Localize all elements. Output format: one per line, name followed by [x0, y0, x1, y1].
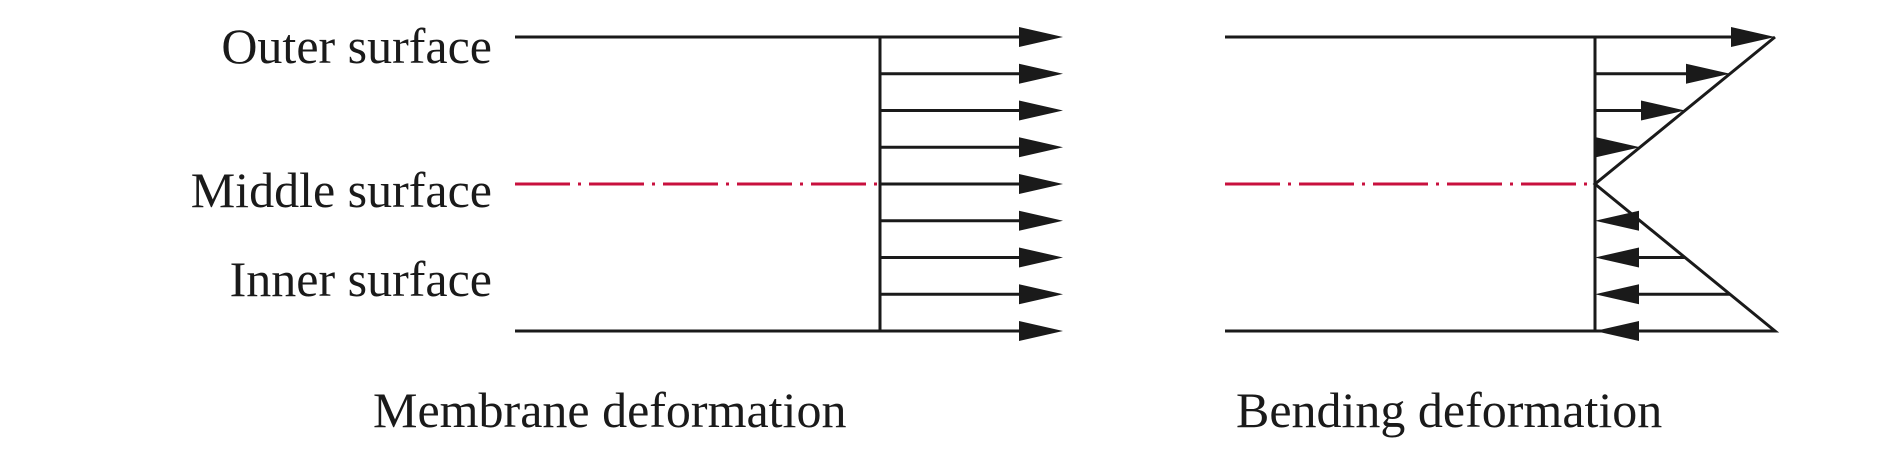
bending-deformation-caption: Bending deformation — [1236, 382, 1663, 438]
membrane-arrow-head — [1019, 27, 1063, 47]
bending-arrow-outward-head — [1731, 27, 1775, 47]
membrane-arrow-head — [1019, 100, 1063, 121]
bending-arrow-outward-head — [1641, 100, 1685, 121]
membrane-arrow-head — [1019, 63, 1063, 84]
membrane-deformation-diagram — [515, 27, 1063, 341]
bending-arrow-inward-head — [1595, 210, 1639, 231]
middle-surface-label: Middle surface — [190, 162, 492, 218]
outer-surface-label: Outer surface — [221, 18, 492, 74]
membrane-arrow-head — [1019, 137, 1063, 158]
membrane-stress-arrows — [880, 27, 1063, 341]
bending-arrow-inward-head — [1595, 321, 1639, 341]
bending-arrow-outward-head — [1596, 137, 1640, 158]
membrane-arrow-head — [1019, 284, 1063, 305]
inner-surface-label: Inner surface — [229, 251, 492, 307]
membrane-arrow-head — [1019, 210, 1063, 231]
bending-arrow-inward-head — [1595, 284, 1639, 305]
membrane-arrow-head — [1019, 174, 1063, 194]
bending-arrow-outward-head — [1686, 63, 1730, 84]
membrane-arrow-head — [1019, 321, 1063, 341]
membrane-arrow-head — [1019, 247, 1063, 268]
bending-arrow-inward-head — [1595, 247, 1639, 268]
bending-deformation-diagram — [1225, 27, 1780, 341]
bending-stress-arrows — [1595, 27, 1775, 341]
membrane-deformation-caption: Membrane deformation — [373, 382, 847, 438]
bending-stress-envelope — [1592, 35, 1780, 333]
